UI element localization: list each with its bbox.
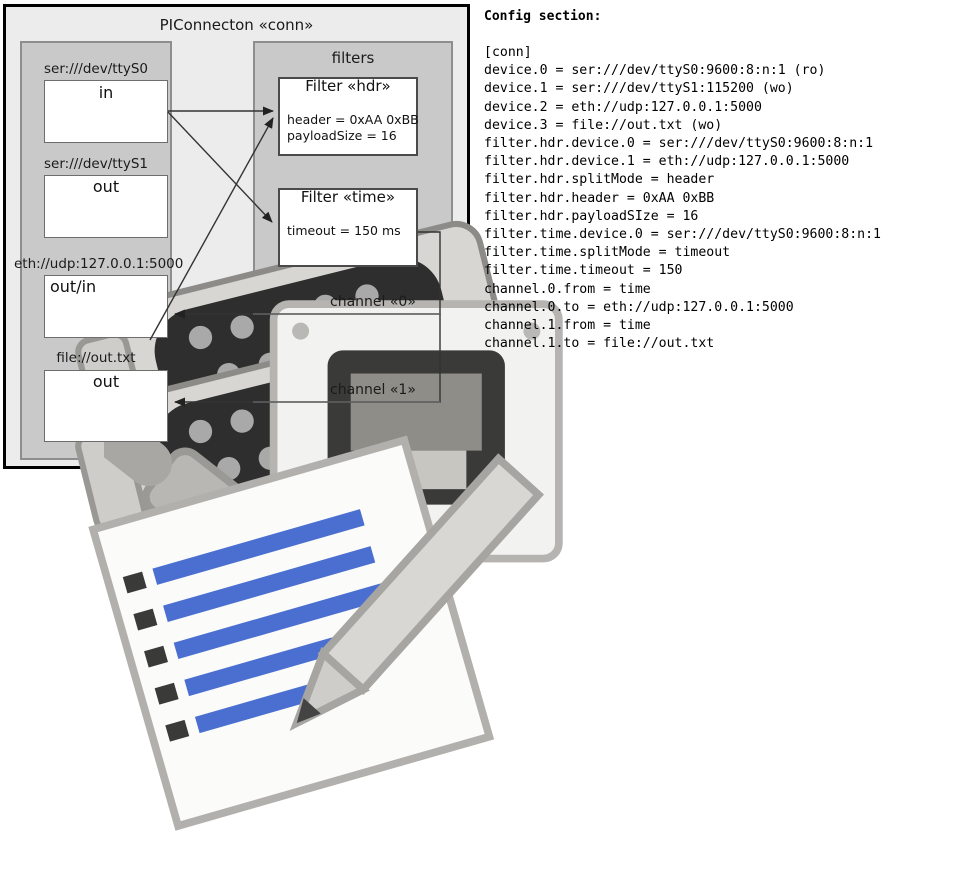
config-line: [conn] [484,45,532,60]
filter-title-hdr: Filter «hdr» [305,77,391,95]
config-line: filter.time.device.0 = ser:///dev/ttyS0:… [484,227,881,243]
config-line: filter.hdr.device.0 = ser:///dev/ttyS0:9… [484,136,874,152]
config-line: channel.1.to = file://out.txt [484,336,715,352]
config-heading: Config section: [484,9,602,24]
device-box-ttys0[interactable] [44,80,168,143]
device-box-ttys1[interactable] [44,175,168,238]
device-label-ttys1: ser:///dev/ttyS1 [44,156,148,172]
config-line: device.0 = ser:///dev/ttyS0:9600:8:n:1 (… [484,63,826,79]
config-line: channel.0.from = time [484,281,651,297]
channel-label-0: channel «0» [330,294,416,310]
filter-attr-hdr-payload: payloadSize = 16 [287,128,397,143]
config-line: filter.hdr.payloadSIze = 16 [484,208,699,224]
config-line: device.1 = ser:///dev/ttyS1:115200 (wo) [484,81,794,97]
config-section: Config section: [conn] device.0 = ser:///… [478,0,964,484]
device-label-file: file://out.txt [56,350,136,366]
filter-box-hdr[interactable] [278,77,418,156]
config-line: filter.time.splitMode = timeout [484,245,731,261]
config-line: filter.hdr.header = 0xAA 0xBB [484,190,715,206]
device-mode-ttys0: in [98,83,114,102]
architecture-diagram: PIConnecton «conn» filters ser:///dev/tt… [0,0,563,831]
filter-attr-time-timeout: timeout = 150 ms [287,223,401,238]
filter-title-time: Filter «time» [300,188,396,206]
device-label-eth: eth://udp:127.0.0.1:5000 [14,256,184,272]
device-box-eth[interactable] [44,275,168,338]
device-label-ttys0: ser:///dev/ttyS0 [44,61,148,77]
device-mode-eth: out/in [50,277,97,296]
config-line: channel.1.from = time [484,318,651,334]
config-line: filter.time.timeout = 150 [484,263,683,279]
config-line: filter.hdr.splitMode = header [484,172,715,188]
config-line: device.2 = eth://udp:127.0.0.1:5000 [484,99,762,115]
device-mode-file: out [92,372,120,391]
channel-label-1: channel «1» [330,382,416,398]
config-line: channel.0.to = eth://udp:127.0.0.1:5000 [484,299,794,315]
config-line: device.3 = file://out.txt (wo) [484,117,723,133]
device-mode-ttys1: out [92,177,120,196]
frame-title: PIConnecton «conn» [159,16,314,34]
config-line: filter.hdr.device.1 = eth://udp:127.0.0.… [484,154,850,170]
filter-attr-hdr-header: header = 0xAA 0xBB [287,112,419,127]
config-lines[interactable]: [conn] device.0 = ser:///dev/ttyS0:9600:8… [484,44,881,353]
filters-panel-title: filters [331,49,375,67]
